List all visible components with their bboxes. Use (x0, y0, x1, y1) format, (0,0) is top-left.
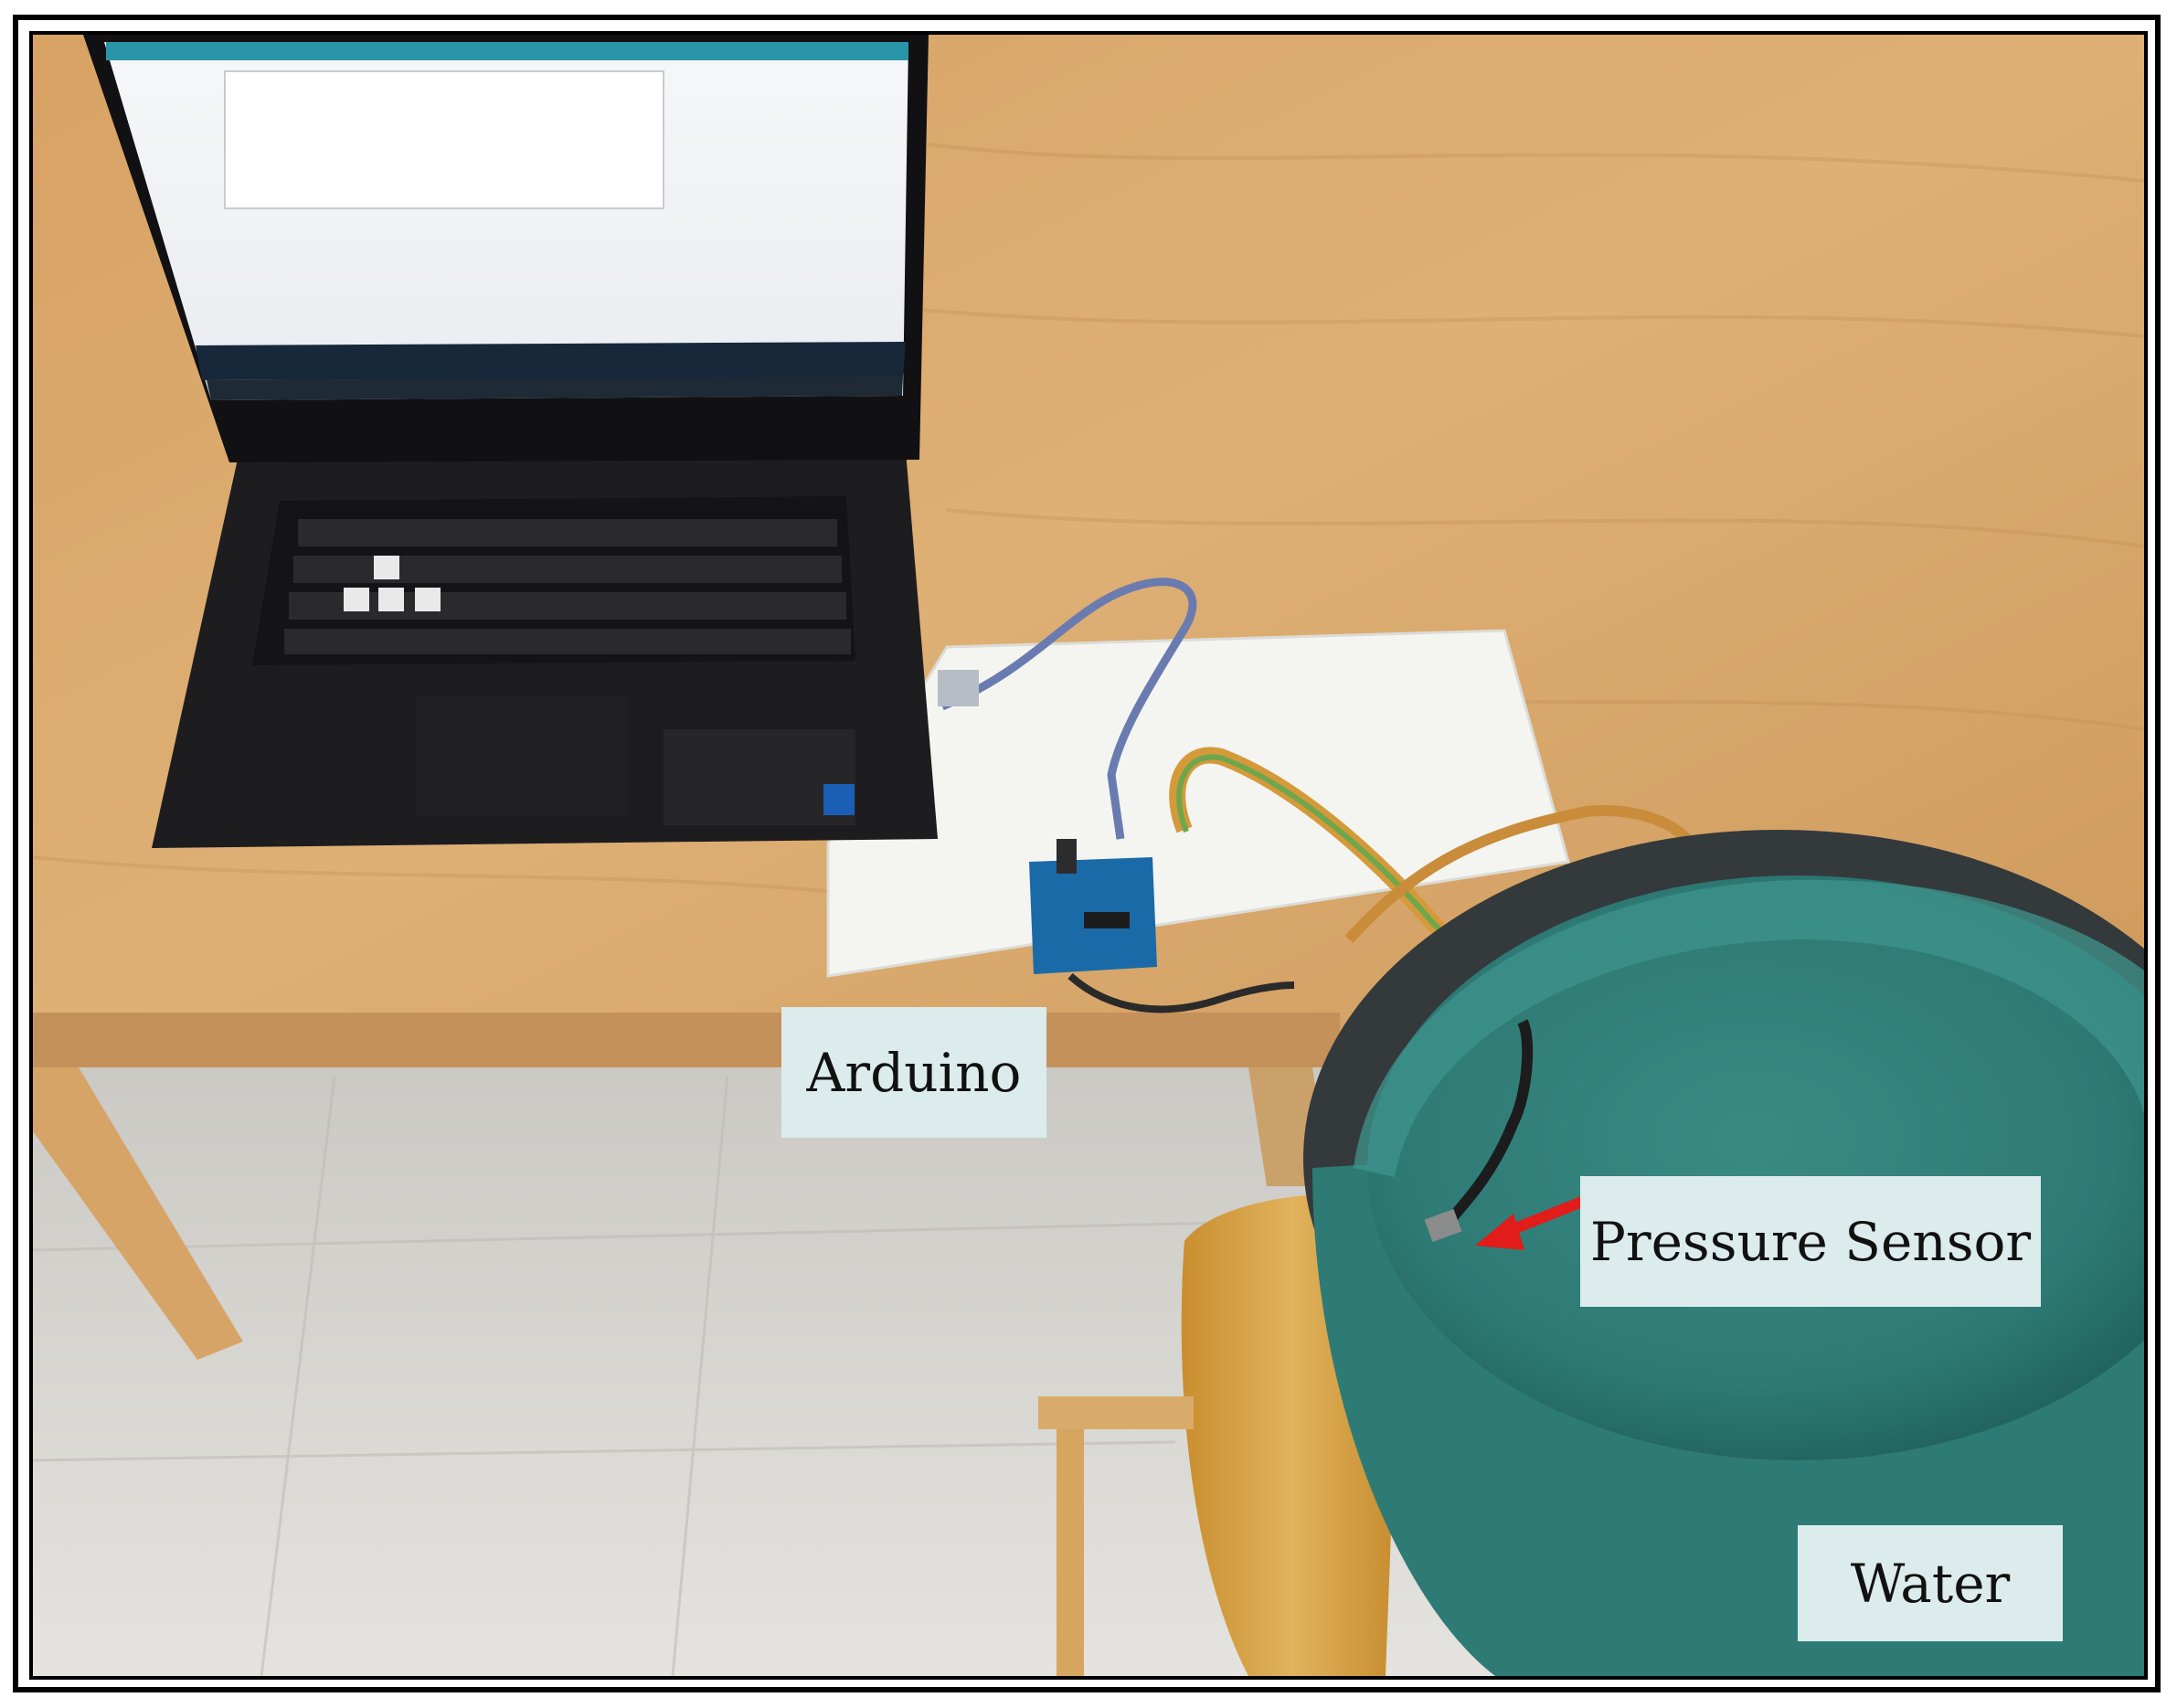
photo-frame: Arduino Pressure Sensor Water (29, 31, 2148, 1680)
wasd-keys (344, 556, 441, 611)
screen-title-bar (106, 42, 908, 60)
red-arrow-icon (1475, 1194, 1592, 1250)
table-leg-left (33, 1067, 243, 1360)
laptop-stickers (664, 729, 855, 825)
ribbon-cable-branch (1344, 805, 1692, 943)
screen-output-panel (196, 342, 906, 380)
screen-dialog (224, 70, 664, 209)
floor-tiles (33, 1076, 1222, 1676)
jumper-wires (1067, 973, 1295, 1013)
screen-taskbar (207, 377, 903, 400)
photo-scene (33, 35, 2144, 1676)
laptop-touchpad (417, 697, 627, 816)
arduino-usb-port (1057, 839, 1077, 874)
pressure-sensor-label: Pressure Sensor (1580, 1176, 2041, 1307)
pressure-sensor-device (1424, 1208, 1462, 1243)
stool-rung (1038, 1396, 1194, 1429)
usb-cable (940, 578, 1197, 840)
bucket-inner-wall (1354, 879, 2144, 1177)
water-surface (1367, 875, 2144, 1460)
laptop-keys (284, 519, 851, 654)
water-label: Water (1798, 1525, 2063, 1641)
usb-plug (938, 670, 979, 706)
stool-leg (1057, 1406, 1084, 1676)
table-edge (33, 1013, 1340, 1067)
arduino-label: Arduino (781, 1007, 1046, 1138)
arduino-chip (1084, 912, 1130, 928)
sensor-cable (1443, 1019, 1534, 1227)
